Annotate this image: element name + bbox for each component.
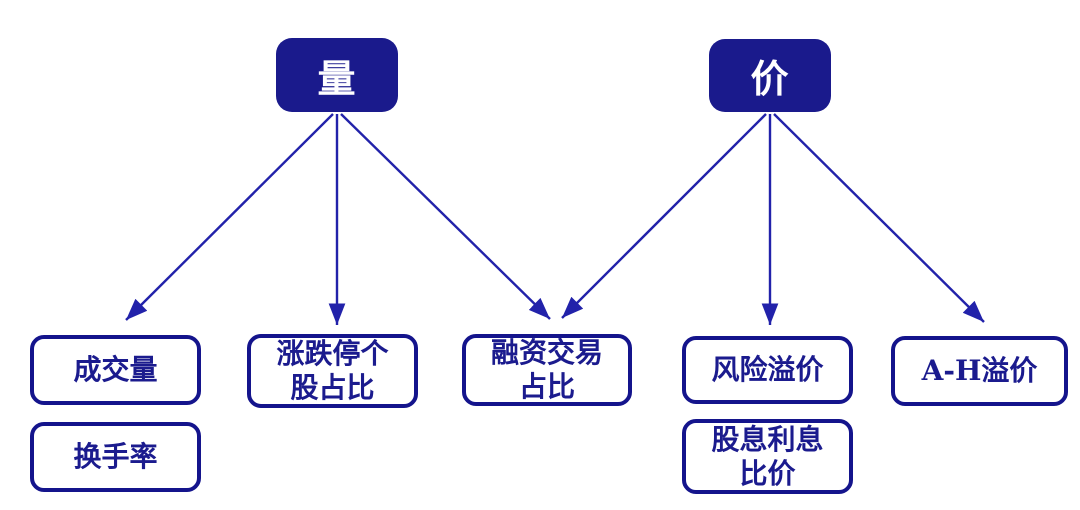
root-node-price: 价	[709, 39, 831, 112]
leaf-node-margin-trading-ratio-line1: 融资交易	[490, 336, 603, 370]
leaf-node-turnover-rate: 换手率	[30, 422, 201, 492]
edge-price-to-rongzi	[561, 113, 767, 319]
edge-price-to-ah	[773, 113, 985, 323]
root-node-price-label: 价	[750, 56, 790, 101]
root-node-volume: 量	[276, 38, 398, 112]
leaf-node-risk-premium: 风险溢价	[682, 336, 853, 404]
edge-volume-to-chengjiaoliang	[125, 113, 334, 321]
leaf-node-trading-volume-label: 成交量	[73, 353, 158, 387]
leaf-node-turnover-rate-label: 换手率	[73, 440, 158, 474]
leaf-node-limit-updown-ratio: 涨跌停个 股占比	[247, 334, 418, 408]
leaf-node-ah-premium-label: A-H溢价	[921, 354, 1038, 388]
root-node-volume-label: 量	[317, 55, 357, 101]
leaf-node-margin-trading-ratio-line2: 占比	[518, 370, 575, 403]
leaf-node-dividend-interest-ratio-line2: 比价	[739, 456, 796, 490]
leaf-node-dividend-interest-ratio-line1: 股息利息	[711, 422, 824, 456]
leaf-node-limit-updown-ratio-line1: 涨跌停个	[276, 337, 389, 371]
leaf-node-risk-premium-label: 风险溢价	[711, 353, 824, 387]
leaf-node-trading-volume: 成交量	[30, 335, 201, 405]
edge-volume-to-rongzi	[340, 113, 551, 320]
leaf-node-dividend-interest-ratio: 股息利息 比价	[682, 419, 853, 494]
leaf-node-ah-premium: A-H溢价	[891, 336, 1068, 406]
leaf-node-limit-updown-ratio-line2: 股占比	[290, 371, 375, 404]
leaf-node-margin-trading-ratio: 融资交易 占比	[462, 334, 632, 406]
